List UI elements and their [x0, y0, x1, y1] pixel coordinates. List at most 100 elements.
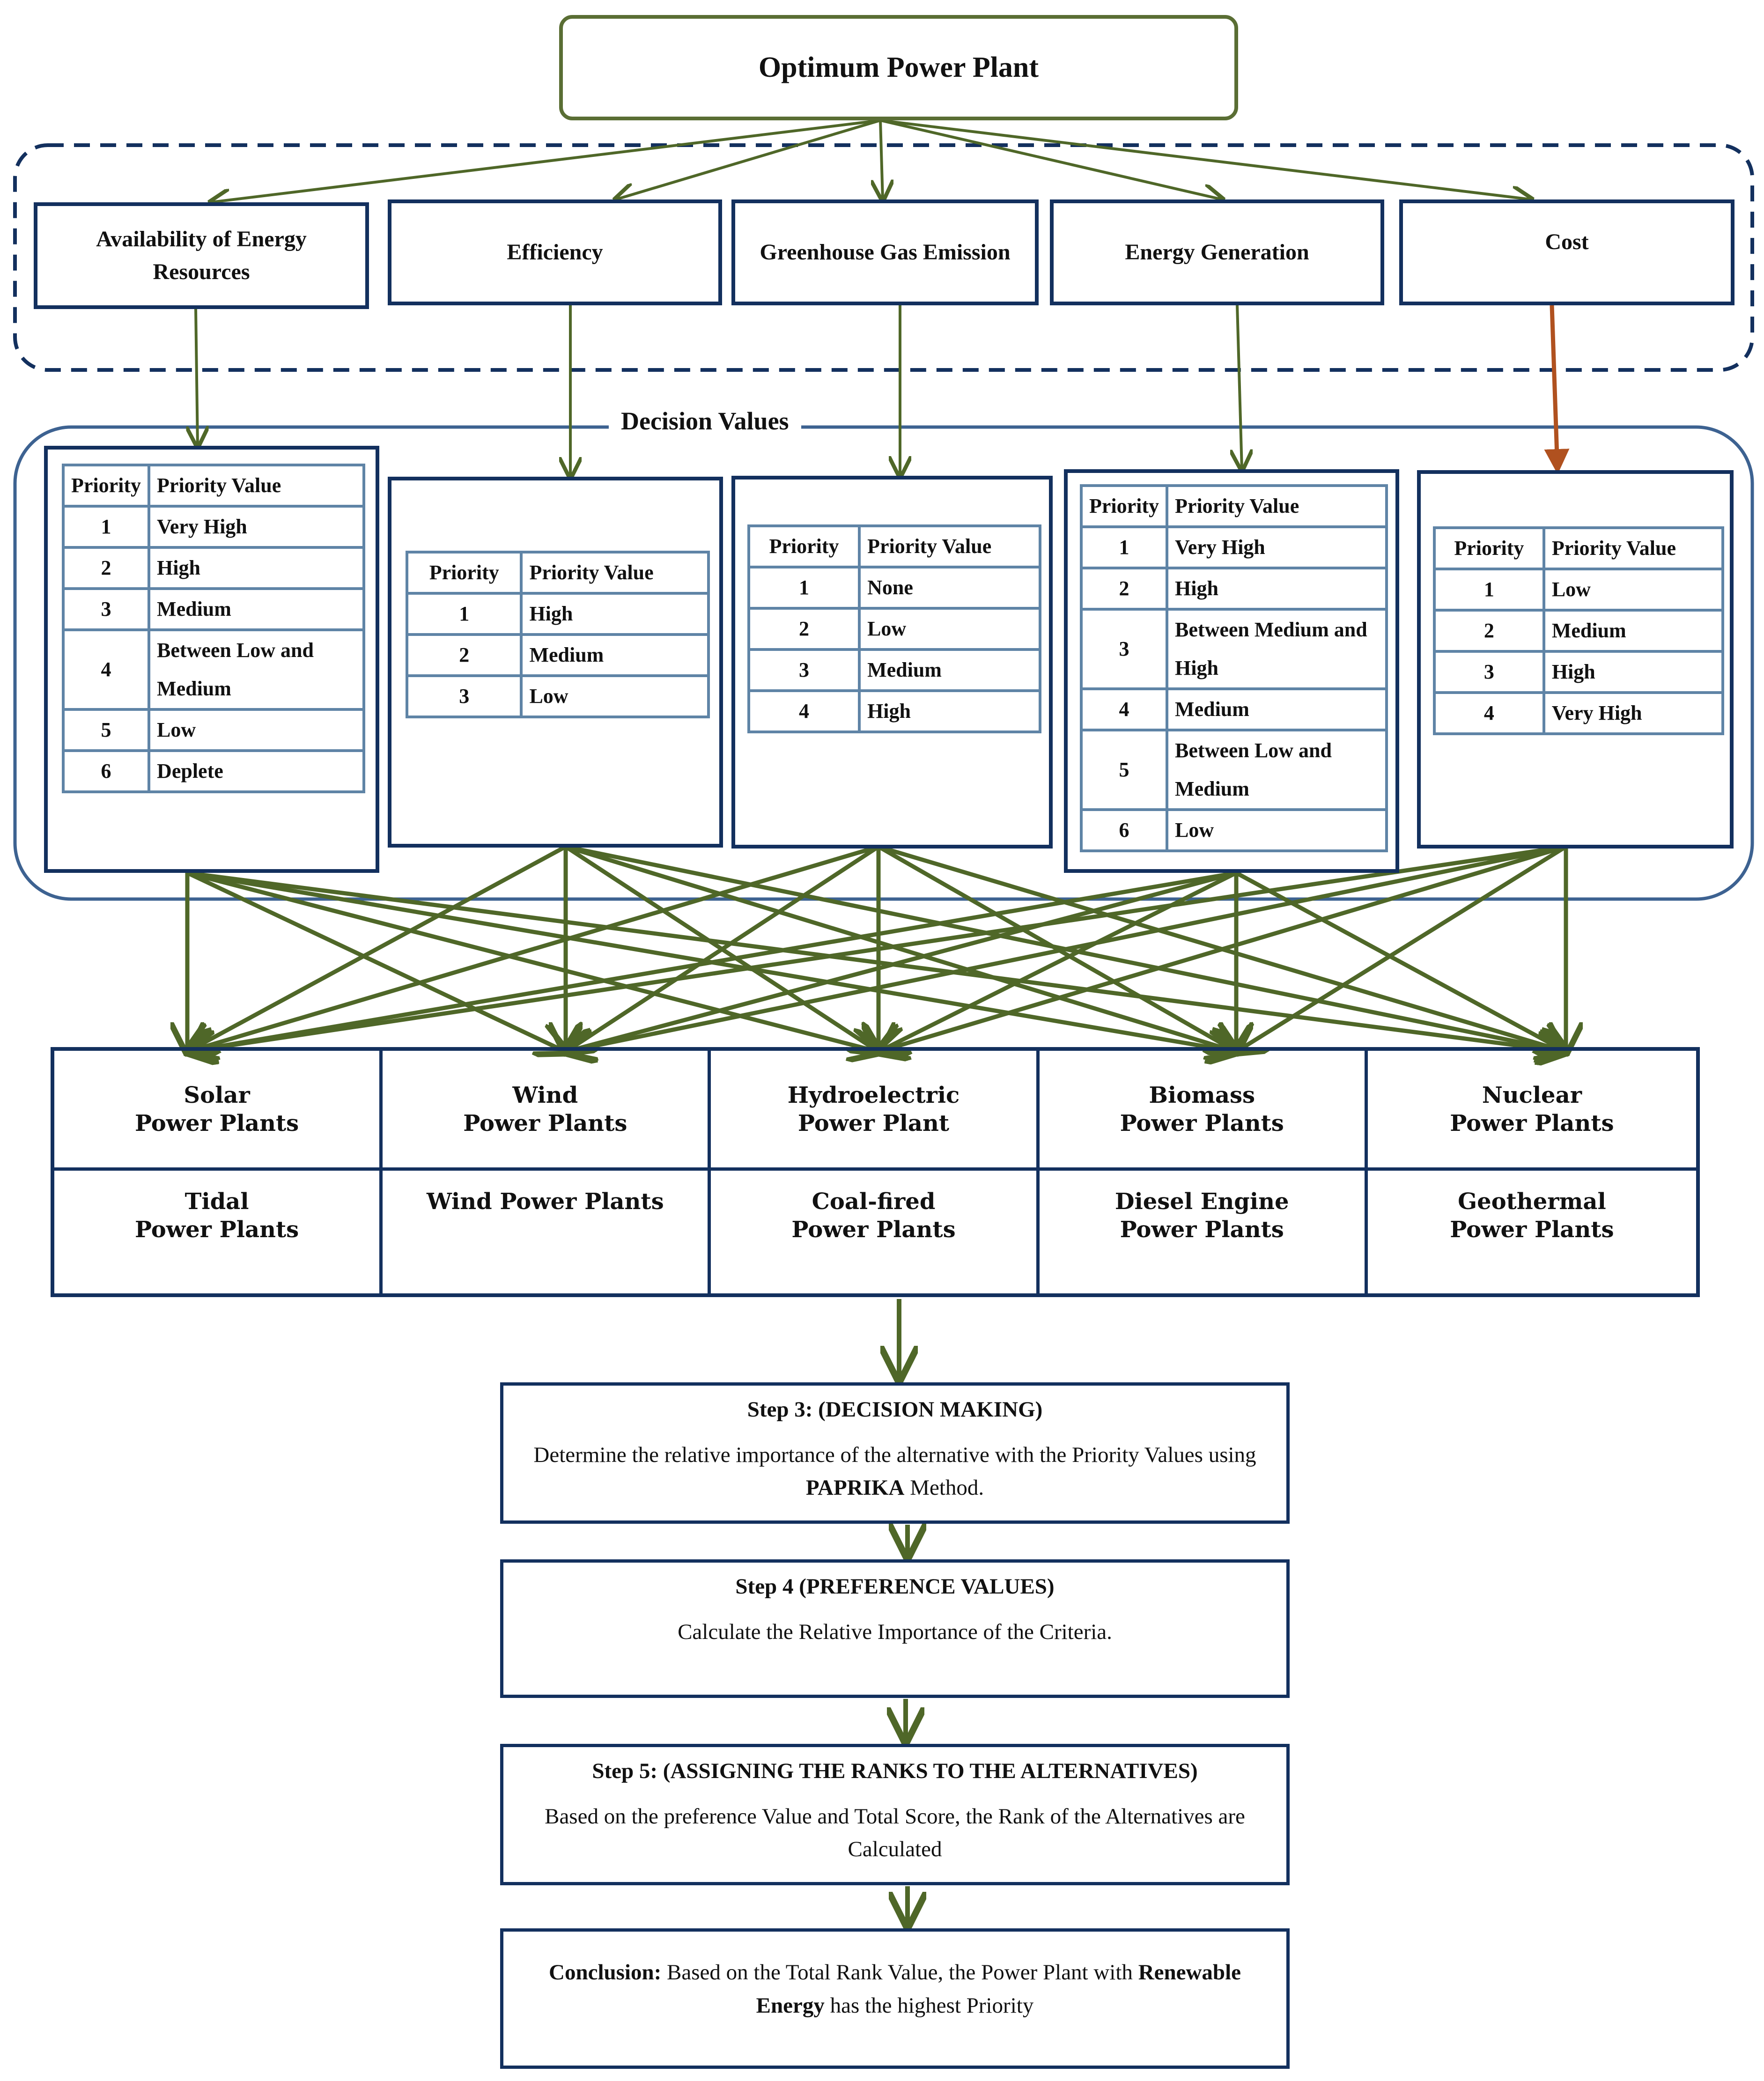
goal-title: Optimum Power Plant — [758, 52, 1039, 83]
table-header-priority: Priority — [61, 464, 151, 508]
table-cell: Medium — [1542, 609, 1725, 653]
table-cell: 5 — [1079, 729, 1169, 811]
table-cell: High — [1166, 567, 1388, 611]
table-cell: 1 — [1433, 568, 1545, 612]
step-title: Step 5: (ASSIGNING THE RANKS TO THE ALTE… — [592, 1759, 1198, 1783]
table-cell: 1 — [1079, 525, 1169, 569]
mesh-arrow-4-1 — [187, 871, 1237, 1052]
table-cell: Between Low and Medium — [1166, 729, 1388, 811]
table-cell: 2 — [1433, 609, 1545, 653]
table-cell: Between Low and Medium — [148, 628, 365, 711]
table-header-priority: Priority — [747, 524, 861, 568]
step-body-text: Determine the relative importance of the… — [533, 1442, 1256, 1467]
decision-values-label: Decision Values — [609, 406, 801, 435]
criterion-label: Energy Generation — [1125, 240, 1309, 265]
table-cell: Very High — [1166, 525, 1388, 569]
table-cell: Medium — [520, 633, 710, 677]
conclusion-bold: Renewable Energy — [756, 1960, 1241, 2018]
table-cell: 3 — [405, 674, 523, 718]
conclusion-label: Conclusion: — [549, 1960, 662, 1985]
alternative-coal-fired: Coal-fired Power Plants — [711, 1171, 1040, 1293]
criterion-to-values-arrow-5 — [1544, 305, 1570, 474]
goal-box: Optimum Power Plant — [559, 15, 1238, 120]
table-cell: 2 — [61, 546, 151, 590]
criterion-energy-generation: Energy Generation — [1050, 199, 1384, 305]
criterion-ghg-emission: Greenhouse Gas Emission — [731, 199, 1039, 305]
conclusion-box: Conclusion: Based on the Total Rank Valu… — [500, 1928, 1290, 2069]
mesh-arrow-2-4 — [565, 844, 1236, 1052]
mesh-arrow-4-2 — [566, 871, 1237, 1052]
table-cell: Low — [1166, 808, 1388, 852]
alternative-biomass: Biomass Power Plants — [1039, 1051, 1368, 1171]
table-cell: High — [520, 592, 710, 636]
alternative-wind: Wind Power Plants — [383, 1051, 711, 1171]
criterion-efficiency: Efficiency — [388, 199, 722, 305]
mesh-arrow-3-2 — [566, 845, 880, 1052]
decision-values-boundary — [13, 425, 1754, 901]
table-cell: 4 — [1433, 691, 1545, 735]
mesh-arrow-5-4 — [1236, 845, 1567, 1052]
goal-to-criterion-arrow-5 — [880, 119, 1531, 199]
alternative-diesel-engine: Diesel Engine Power Plants — [1040, 1171, 1368, 1293]
table-cell: Low — [858, 607, 1041, 651]
alternative-hydroelectric: Hydroelectric Power Plant — [711, 1051, 1040, 1171]
table-cell: 3 — [61, 587, 151, 631]
table-header-priority: Priority — [1079, 484, 1169, 528]
alternative-wind-2: Wind Power Plants — [383, 1171, 711, 1293]
table-cell: 2 — [747, 607, 861, 651]
step-5-box: Step 5: (ASSIGNING THE RANKS TO THE ALTE… — [500, 1744, 1290, 1885]
criterion-label: Availability of Energy Resources — [96, 227, 307, 284]
table-header-value: Priority Value — [1542, 526, 1725, 570]
step-body: Determine the relative importance of the… — [533, 1443, 1256, 1500]
table-cell: Low — [148, 708, 365, 752]
table-cell: Medium — [1166, 687, 1388, 731]
criterion-label: Efficiency — [507, 240, 603, 265]
table-cell: None — [858, 566, 1041, 610]
table-header-value: Priority Value — [1166, 484, 1388, 528]
mesh-arrow-1-3 — [186, 871, 878, 1052]
criteria-group-boundary — [13, 143, 1754, 372]
table-cell: 3 — [1079, 608, 1169, 690]
mesh-arrow-5-1 — [187, 844, 1566, 1052]
table-header-priority: Priority — [1433, 526, 1545, 570]
alternative-solar: Solar Power Plants — [54, 1051, 383, 1171]
table-cell: Very High — [148, 505, 365, 549]
goal-to-criterion-arrow-3 — [880, 120, 883, 199]
table-cell: 1 — [405, 592, 523, 636]
mesh-arrow-2-1 — [187, 845, 567, 1052]
table-cell: Low — [1542, 568, 1725, 612]
table-cell: Between Medium and High — [1166, 608, 1388, 690]
table-cell: 5 — [61, 708, 151, 752]
table-header-value: Priority Value — [858, 524, 1041, 568]
mesh-arrow-5-2 — [566, 844, 1566, 1052]
table-cell: 4 — [61, 628, 151, 711]
goal-to-criterion-arrow-1 — [211, 119, 881, 202]
mesh-arrow-5-3 — [878, 844, 1567, 1052]
step-body-bold: PAPRIKA — [805, 1476, 905, 1500]
alternative-tidal: Tidal Power Plants — [54, 1171, 383, 1293]
step-body: Based on the preference Value and Total … — [545, 1804, 1245, 1862]
alternative-nuclear: Nuclear Power Plants — [1367, 1051, 1696, 1171]
table-cell: Medium — [858, 648, 1041, 692]
table-header-priority: Priority — [405, 551, 523, 595]
criterion-to-values-arrow-1 — [196, 309, 198, 446]
table-cell: 6 — [1079, 808, 1169, 852]
table-cell: 2 — [1079, 567, 1169, 611]
mesh-arrow-3-1 — [187, 844, 879, 1052]
criterion-label: Greenhouse Gas Emission — [760, 240, 1011, 265]
table-header-value: Priority Value — [148, 464, 365, 508]
step-4-box: Step 4 (PREFERENCE VALUES) Calculate the… — [500, 1559, 1290, 1698]
criterion-label: Cost — [1545, 229, 1589, 254]
step-3-box: Step 3: (DECISION MAKING) Determine the … — [500, 1382, 1290, 1524]
step-title: Step 3: (DECISION MAKING) — [747, 1397, 1043, 1422]
table-cell: High — [148, 546, 365, 590]
